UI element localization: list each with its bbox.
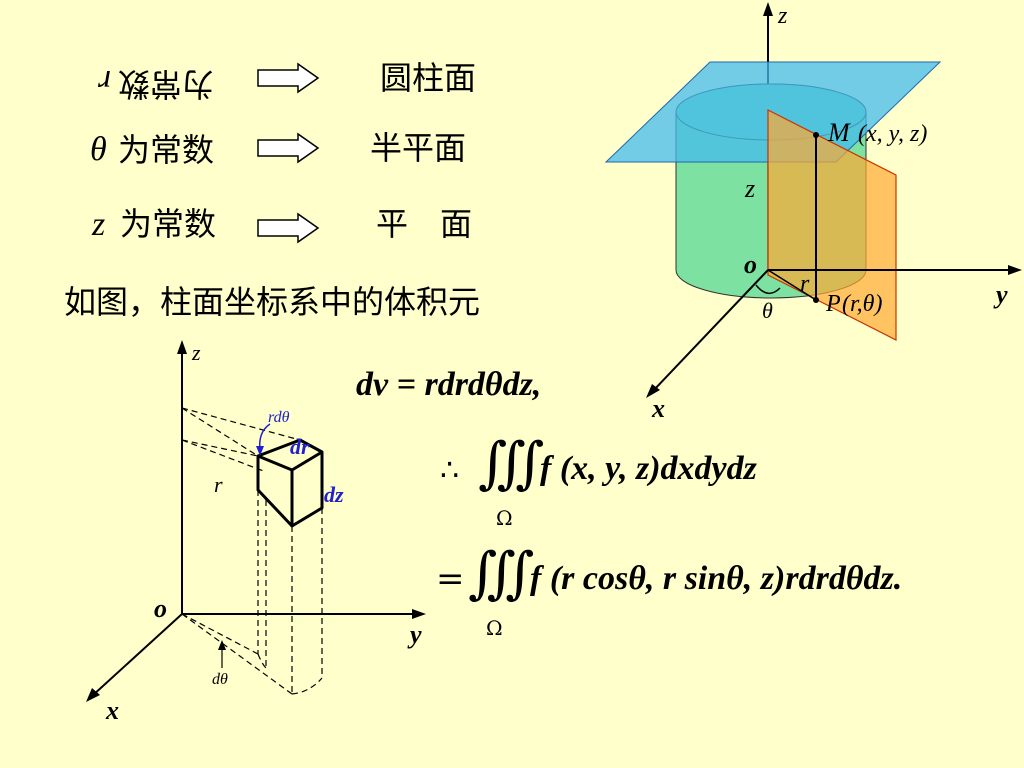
integrand-cylindrical: f (r cosθ, r sinθ, z)rdrdθdz. — [530, 560, 903, 597]
triple-integral-icon: ∭ — [468, 541, 535, 606]
top-axis-z: z — [778, 3, 788, 29]
region-omega-2: Ω — [486, 616, 503, 640]
top-axis-x: x — [652, 394, 665, 423]
volume-element-formula: dv = rdrdθdz, — [356, 366, 542, 403]
bottom-dr-label: dr — [290, 434, 310, 459]
top-point-p: P — [826, 291, 841, 317]
implies-arrow-icon — [257, 132, 320, 164]
region-omega-1: Ω — [496, 506, 513, 530]
bottom-dz-label: dz — [324, 482, 344, 507]
implies-arrow-icon — [257, 212, 320, 244]
row1-surface: 圆柱面 — [380, 59, 477, 97]
implies-arrow-icon — [257, 62, 320, 94]
row2-surface: 半平面 — [370, 129, 467, 167]
top-origin: o — [744, 250, 757, 279]
top-height-label: z — [745, 174, 756, 203]
bottom-axis-y: y — [410, 620, 422, 649]
top-angle-label: θ — [762, 298, 773, 323]
row3-label: 为常数 — [120, 205, 217, 243]
caption: 如图，柱面坐标系中的体积元 — [64, 283, 481, 321]
bottom-axis-z: z — [192, 340, 201, 365]
equals-sign: = — [436, 559, 465, 599]
row2-variable: θ — [90, 131, 107, 168]
bottom-origin: o — [154, 594, 167, 623]
top-point-m-coords: (x, y, z) — [858, 121, 928, 147]
bottom-rdtheta-label: rdθ — [268, 409, 290, 426]
bottom-r-label: r — [214, 472, 223, 497]
therefore-symbol: ∴ — [440, 453, 460, 488]
integrand-cartesian: f (x, y, z)dxdydz — [540, 450, 757, 487]
bottom-dtheta-label: dθ — [212, 671, 228, 688]
top-point-m: M — [828, 118, 850, 147]
triple-integral-icon: ∭ — [478, 431, 545, 496]
bottom-axis-x: x — [106, 696, 119, 725]
row3-variable: z — [92, 206, 106, 243]
top-axis-y: y — [996, 280, 1008, 309]
row2-label: 为常数 — [118, 131, 215, 169]
row3-surface: 平 面 — [376, 205, 473, 243]
top-radius-label: r — [800, 271, 810, 297]
top-point-p-coords: (r,θ) — [842, 291, 883, 317]
